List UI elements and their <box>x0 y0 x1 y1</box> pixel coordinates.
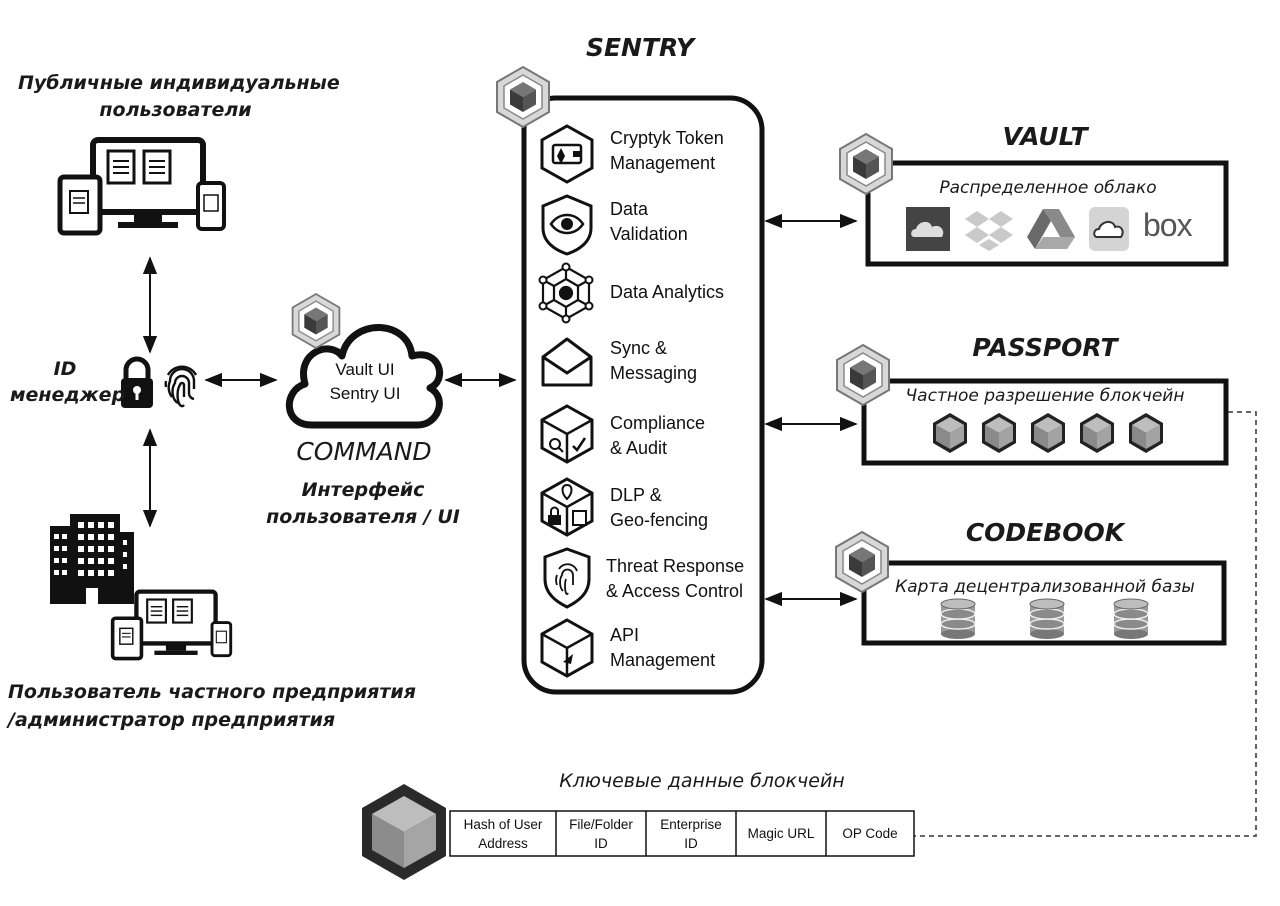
database-icon <box>940 598 976 640</box>
blockchain-field-cell: OP Code <box>842 826 898 841</box>
module-label-line1: Sync & <box>610 338 668 358</box>
codebook-subtitle: Карта децентрализованной базы <box>895 577 1195 597</box>
sentry-module-3: Data Analytics <box>610 280 724 305</box>
network-icon <box>538 262 594 324</box>
wallet-icon <box>540 124 594 184</box>
passport-subtitle: Частное разрешение блокчейн <box>905 386 1185 406</box>
vault-subtitle: Распределенное облако <box>939 178 1157 198</box>
command-cube-logo <box>291 293 341 349</box>
enterprise-users-label: Пользователь частного предприятия /админ… <box>8 681 416 731</box>
blockchain-fields-table <box>449 810 915 857</box>
command-cloud-icon <box>285 324 444 429</box>
api-cube-icon <box>540 618 594 678</box>
module-label-line1: API <box>610 625 640 645</box>
module-label-line2: Messaging <box>610 363 698 383</box>
icloud-icon <box>1089 207 1129 251</box>
module-label-line1: Threat Response <box>606 556 745 576</box>
module-label-line2: & Access Control <box>606 581 744 601</box>
envelope-icon <box>541 337 593 387</box>
box-logo: box <box>1143 207 1193 243</box>
codebook-title: CODEBOOK <box>965 518 1125 547</box>
fingerprint-shield-icon <box>543 547 591 609</box>
eye-icon <box>541 194 593 256</box>
module-label-line1: Data <box>610 199 649 219</box>
google-drive-icon <box>1027 209 1075 249</box>
public-users-label: Публичные индивидуальные пользователи <box>18 72 340 121</box>
sentry-module-6: DLP & Geo-fencing <box>610 483 708 533</box>
dropbox-icon <box>965 211 1013 251</box>
sentry-module-5: Compliance & Audit <box>610 411 705 461</box>
module-label-line1: Cryptyk Token <box>610 128 724 148</box>
module-label-line2: Validation <box>610 224 688 244</box>
command-title: COMMAND <box>296 437 432 466</box>
public-users-devices-icon <box>60 140 224 233</box>
command-cloud-label: Vault UI Sentry UI <box>329 360 401 403</box>
module-label-line2: Geo-fencing <box>610 510 709 530</box>
dashed-link-passport-blockchain <box>914 411 1257 837</box>
onedrive-icon <box>906 207 950 251</box>
module-label-line2: Management <box>610 650 716 670</box>
sentry-module-8: API Management <box>610 623 715 673</box>
database-icon <box>1113 598 1149 640</box>
padlock-icon <box>121 356 153 408</box>
passport-title: PASSPORT <box>972 333 1118 362</box>
command-subtitle: Интерфейс пользователя / UI <box>266 479 460 528</box>
module-label-line1: Data Analytics <box>610 282 725 302</box>
blockchain-field-cell: Magic URL <box>747 826 815 841</box>
building-icon <box>50 514 134 604</box>
geo-cube-icon <box>540 477 594 537</box>
blockchain-title: Ключевые данные блокчейн <box>559 770 845 792</box>
sentry-module-7: Threat Response & Access Control <box>606 554 744 604</box>
database-icon <box>1029 598 1065 640</box>
module-label-line1: Compliance <box>610 413 706 433</box>
sentry-module-4: Sync & Messaging <box>610 336 697 386</box>
module-label-line2: Management <box>610 153 716 173</box>
blockchain-cube-icon <box>362 784 446 880</box>
module-label-line2: & Audit <box>610 438 668 458</box>
fingerprint-icon <box>164 365 198 408</box>
sentry-title: SENTRY <box>585 33 695 62</box>
vault-title: VAULT <box>1002 122 1088 151</box>
id-manager-label: ID менеджер <box>10 358 126 406</box>
audit-cube-icon <box>540 404 594 464</box>
module-label-line1: DLP & <box>610 485 662 505</box>
